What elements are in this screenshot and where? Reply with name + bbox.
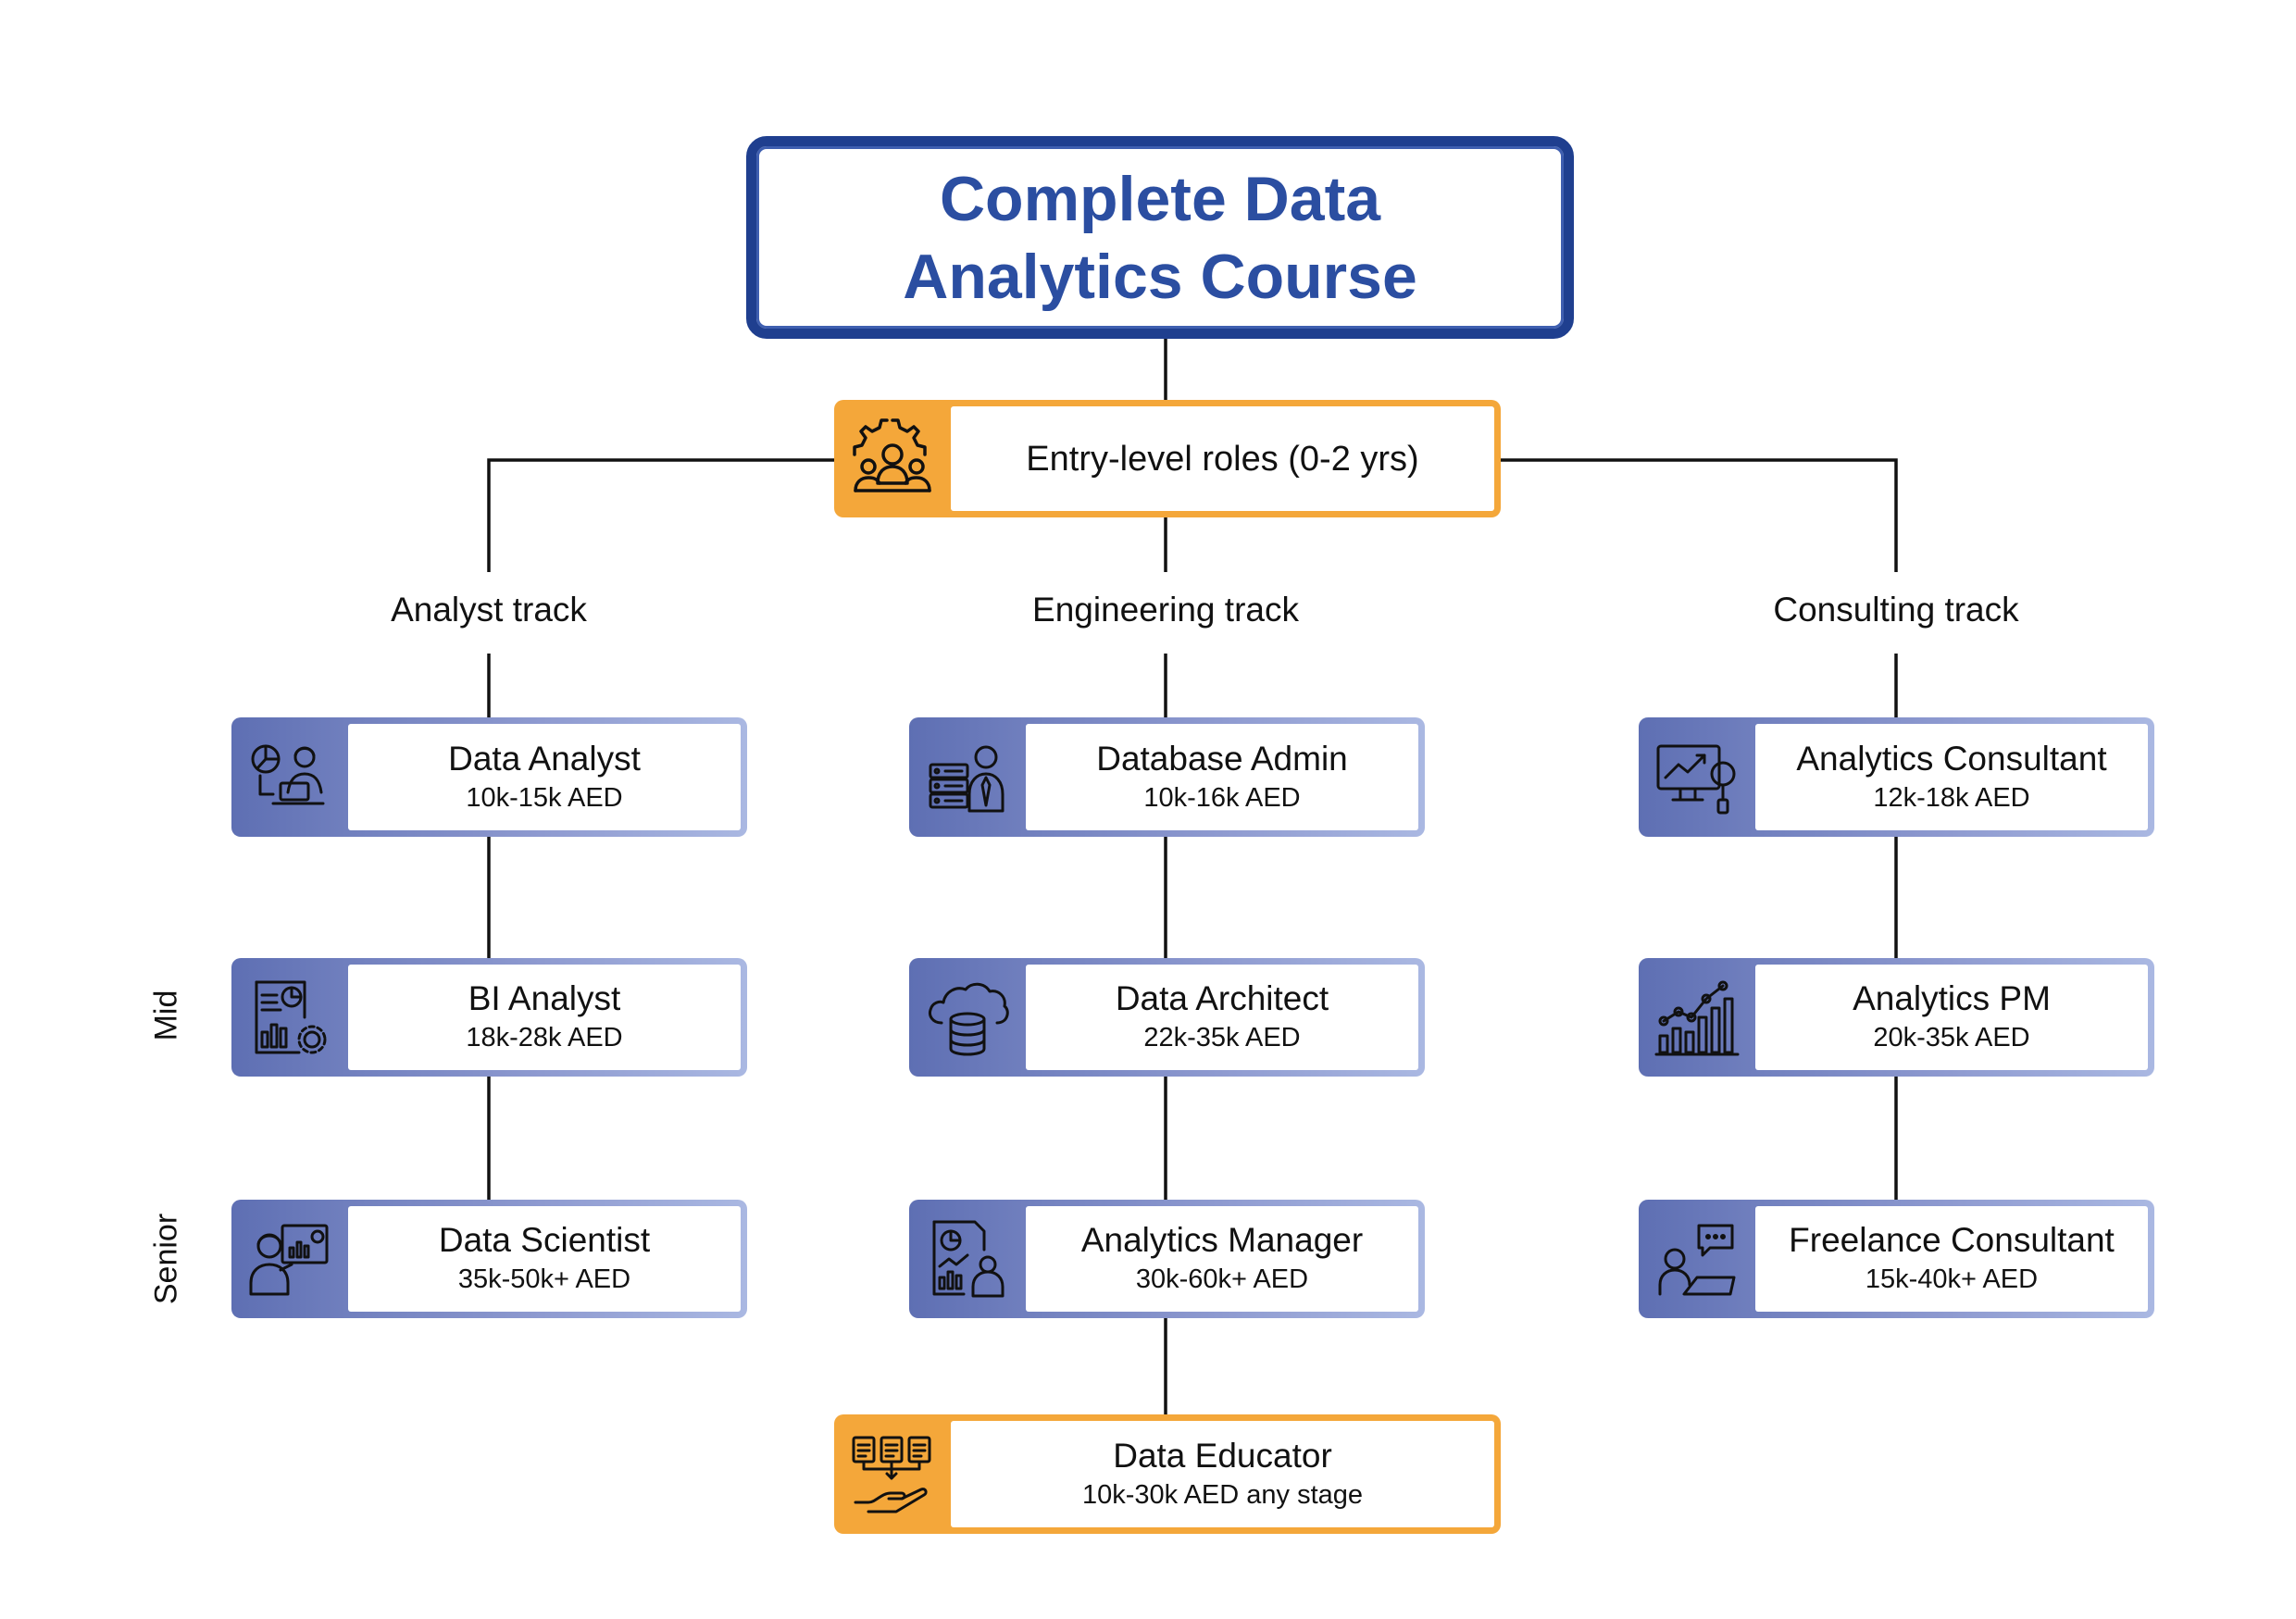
connector-entry-analyst — [487, 458, 834, 572]
role-node-bi-analyst: BI Analyst 18k-28k AED — [231, 958, 747, 1077]
role-text: Analytics PM 20k-35k AED — [1755, 965, 2148, 1070]
role-salary: 22k-35k AED — [1143, 1023, 1301, 1052]
role-title: Analytics Manager — [1080, 1221, 1364, 1259]
role-node-data-architect: Data Architect 22k-35k AED — [909, 958, 1425, 1077]
server-admin-icon — [909, 717, 1026, 837]
entry-level-text: Entry-level roles (0-2 yrs) — [951, 406, 1494, 511]
level-label-mid: Mid — [148, 990, 184, 1041]
analyst-laptop-icon — [231, 717, 348, 837]
role-title: Data Scientist — [438, 1221, 651, 1259]
role-text: Analytics Consultant 12k-18k AED — [1755, 724, 2148, 830]
course-title-box: Complete Data Analytics Course — [746, 136, 1574, 339]
role-node-data-educator: Data Educator 10k-30k AED any stage — [834, 1414, 1501, 1534]
presenter-chart-icon — [231, 1200, 348, 1318]
role-node-data-scientist: Data Scientist 35k-50k+ AED — [231, 1200, 747, 1318]
role-text: Freelance Consultant 15k-40k+ AED — [1755, 1206, 2148, 1312]
role-node-data-analyst: Data Analyst 10k-15k AED — [231, 717, 747, 837]
role-text: Data Architect 22k-35k AED — [1026, 965, 1418, 1070]
growth-chart-icon — [1639, 958, 1755, 1077]
role-title: Data Educator — [1113, 1436, 1332, 1475]
track-label-consulting: Consulting track — [1773, 591, 2019, 629]
role-salary: 30k-60k+ AED — [1135, 1264, 1309, 1294]
track-label-analyst: Analyst track — [391, 591, 587, 629]
role-text: Data Scientist 35k-50k+ AED — [348, 1206, 741, 1312]
role-title: Freelance Consultant — [1789, 1221, 2115, 1259]
role-text: Data Educator 10k-30k AED any stage — [951, 1421, 1494, 1527]
role-text: Database Admin 10k-16k AED — [1026, 724, 1418, 830]
role-salary: 15k-40k+ AED — [1865, 1264, 2039, 1294]
role-node-analytics-consultant: Analytics Consultant 12k-18k AED — [1639, 717, 2154, 837]
role-title: Analytics Consultant — [1796, 739, 2107, 778]
role-salary: 20k-35k AED — [1873, 1023, 2030, 1052]
role-salary: 10k-15k AED — [466, 782, 623, 813]
role-salary: 18k-28k AED — [466, 1023, 623, 1052]
entry-level-node: Entry-level roles (0-2 yrs) — [834, 400, 1501, 517]
role-node-database-admin: Database Admin 10k-16k AED — [909, 717, 1425, 837]
team-gear-icon — [834, 400, 951, 517]
monitor-search-icon — [1639, 717, 1755, 837]
role-text: Data Analyst 10k-15k AED — [348, 724, 741, 830]
role-node-analytics-pm: Analytics PM 20k-35k AED — [1639, 958, 2154, 1077]
level-label-senior: Senior — [148, 1213, 184, 1305]
role-salary: 12k-18k AED — [1873, 782, 2030, 813]
report-gear-icon — [231, 958, 348, 1077]
role-salary: 10k-30k AED any stage — [1081, 1479, 1364, 1510]
role-salary: 10k-16k AED — [1143, 782, 1301, 813]
role-title: Data Analyst — [448, 739, 641, 778]
connector-entry-consulting — [1501, 458, 1898, 572]
role-title: Data Architect — [1115, 979, 1329, 1017]
cloud-database-icon — [909, 958, 1026, 1077]
role-node-analytics-manager: Analytics Manager 30k-60k+ AED — [909, 1200, 1425, 1318]
course-title: Complete Data Analytics Course — [903, 163, 1417, 312]
role-title: Analytics PM — [1853, 979, 2051, 1017]
role-salary: 35k-50k+ AED — [457, 1264, 631, 1294]
role-title: Database Admin — [1096, 739, 1348, 778]
role-text: Analytics Manager 30k-60k+ AED — [1026, 1206, 1418, 1312]
role-text: BI Analyst 18k-28k AED — [348, 965, 741, 1070]
entry-level-label: Entry-level roles (0-2 yrs) — [1026, 439, 1419, 479]
freelancer-chat-icon — [1639, 1200, 1755, 1318]
role-title: BI Analyst — [468, 979, 621, 1017]
track-label-engineering: Engineering track — [1032, 591, 1299, 629]
manager-report-icon — [909, 1200, 1026, 1318]
hand-documents-icon — [834, 1414, 951, 1534]
role-node-freelance-consultant: Freelance Consultant 15k-40k+ AED — [1639, 1200, 2154, 1318]
